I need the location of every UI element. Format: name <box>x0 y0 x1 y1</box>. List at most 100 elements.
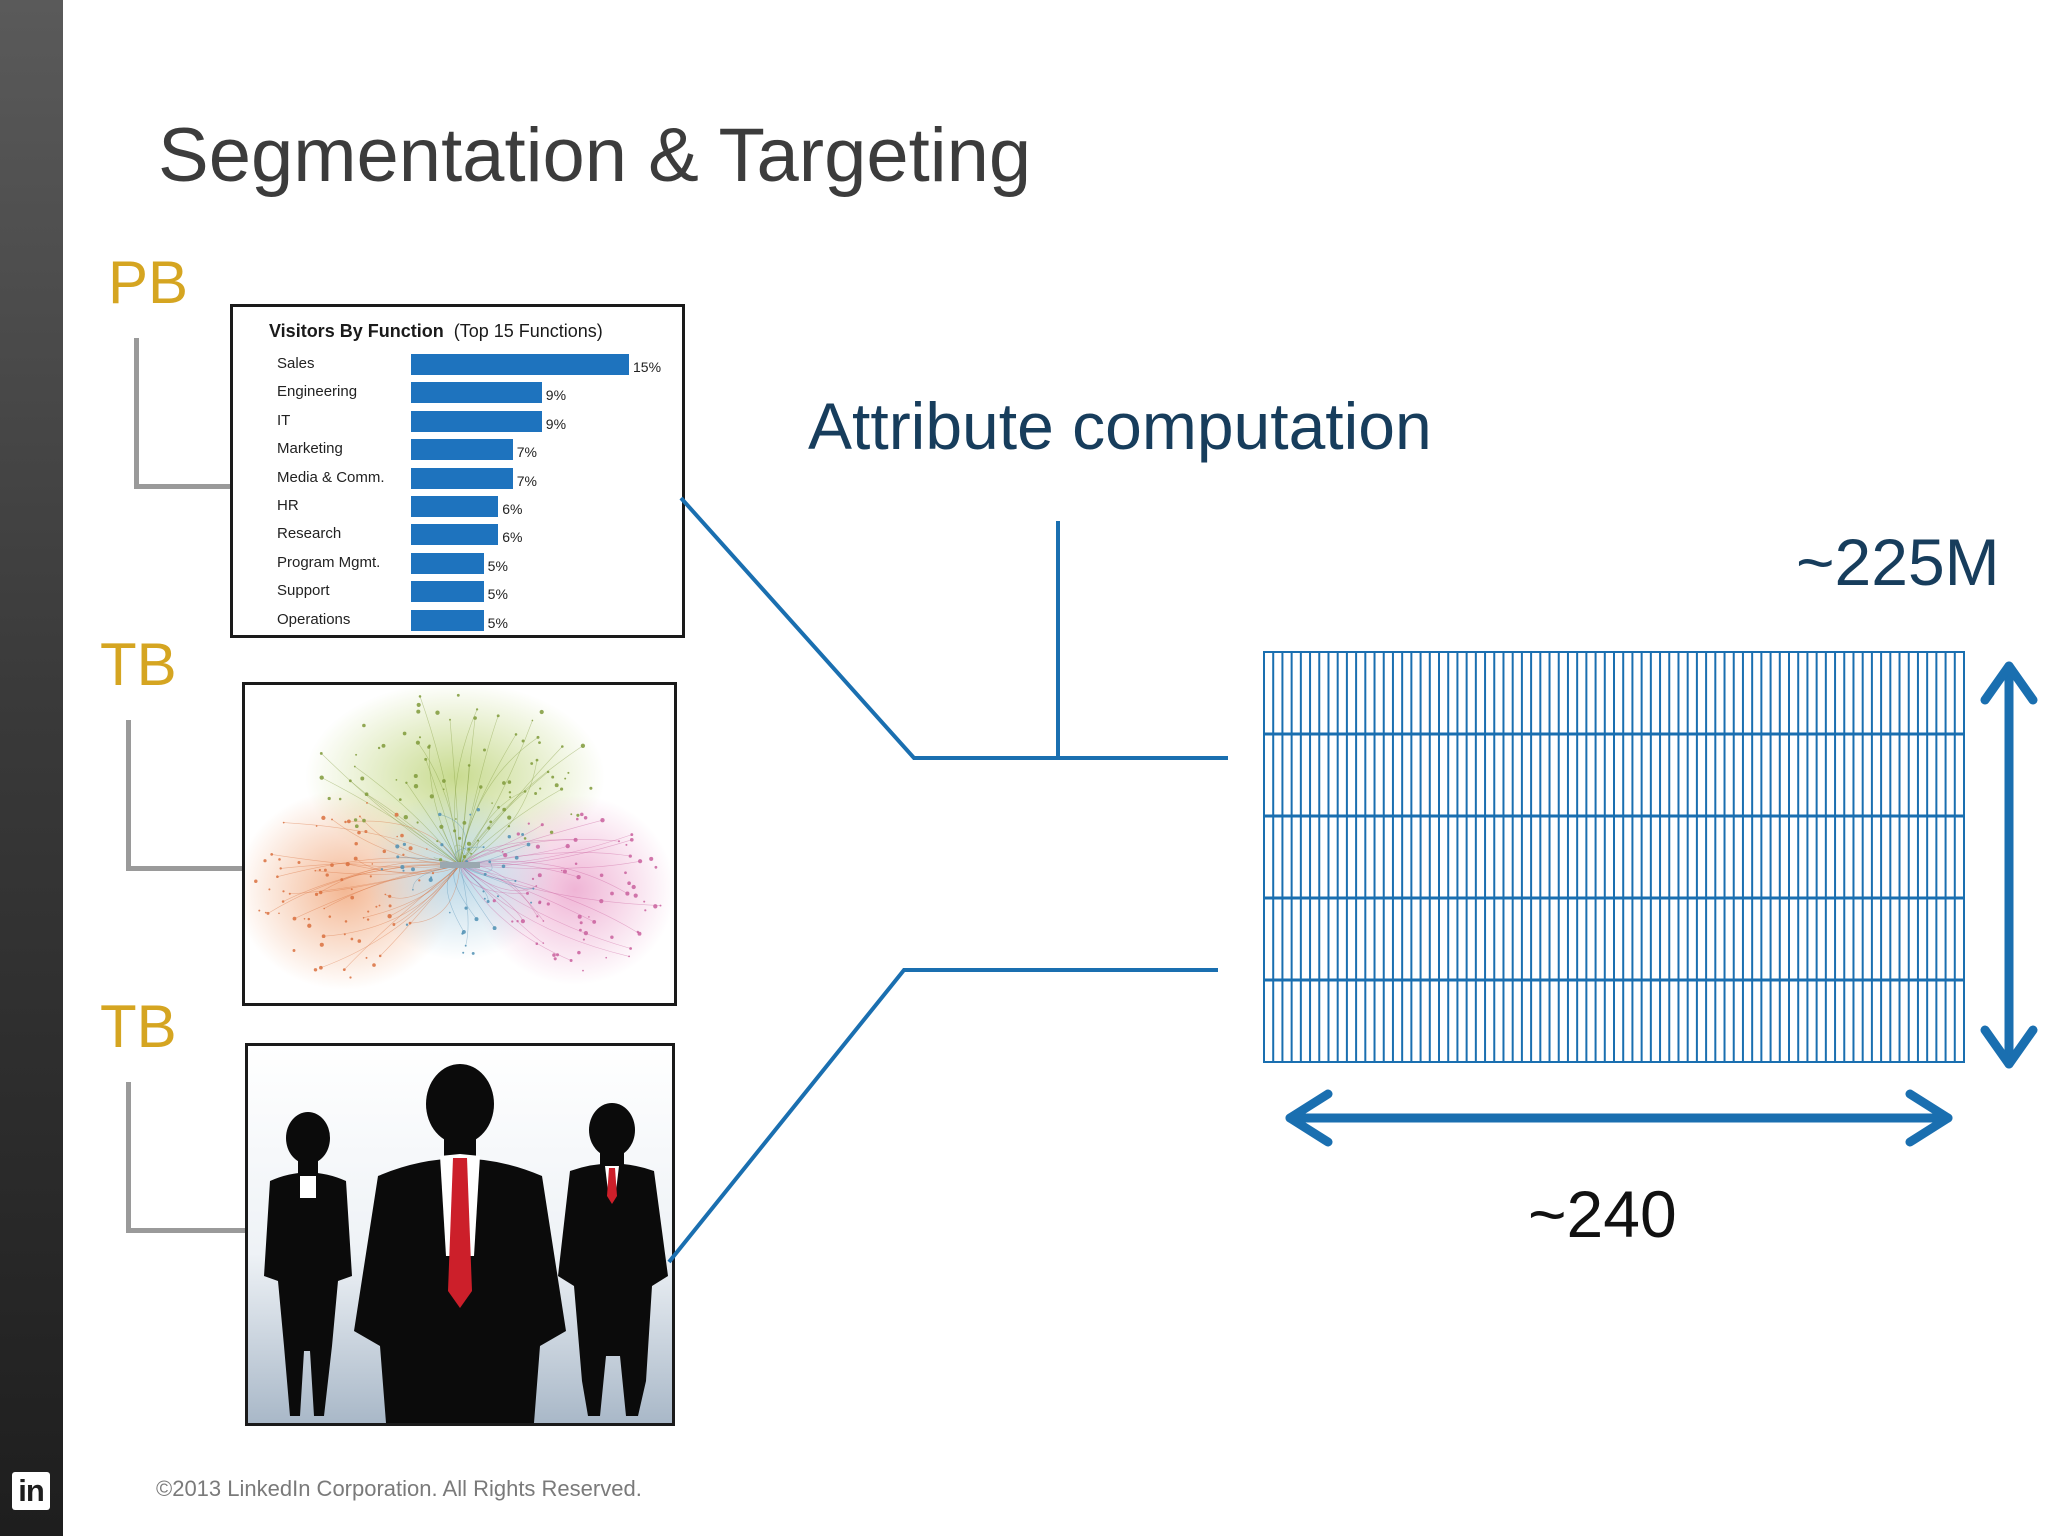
network-edge <box>459 864 524 922</box>
network-node <box>536 735 540 739</box>
network-edge <box>459 864 631 949</box>
copyright-footer: ©2013 LinkedIn Corporation. All Rights R… <box>156 1476 642 1501</box>
network-node <box>514 879 517 883</box>
network-edge <box>321 753 461 866</box>
network-node <box>392 923 396 926</box>
network-edge <box>459 864 544 944</box>
network-edge <box>454 709 478 866</box>
network-node <box>314 869 317 872</box>
chart-category-label: Media & Comm. <box>277 468 385 486</box>
chart-bar <box>411 496 499 517</box>
network-node <box>372 963 376 967</box>
network-node <box>534 792 538 795</box>
network-node <box>303 918 306 920</box>
network-node <box>402 842 407 847</box>
network-node <box>439 824 444 829</box>
network-node <box>455 818 457 820</box>
network-node <box>540 823 544 827</box>
network-node <box>353 856 358 861</box>
network-node <box>539 709 544 715</box>
network-node <box>580 743 586 748</box>
network-node <box>338 797 342 801</box>
network-node <box>535 844 540 849</box>
network-node <box>482 846 485 849</box>
network-node <box>405 923 409 926</box>
network-node <box>507 824 511 828</box>
network-node <box>577 950 581 955</box>
network-edge <box>289 864 461 895</box>
network-node <box>353 765 356 768</box>
network-node <box>462 951 465 954</box>
network-graph-panel <box>242 682 677 1006</box>
network-node <box>349 976 352 979</box>
network-node <box>400 833 404 838</box>
chart-title: Visitors By Function <box>269 321 444 341</box>
network-node <box>278 858 281 861</box>
chart-bar <box>411 382 542 404</box>
network-node <box>319 775 324 780</box>
network-node <box>388 904 392 908</box>
network-edge <box>459 864 595 923</box>
network-node <box>592 919 597 924</box>
network-node <box>501 850 504 853</box>
network-node <box>331 818 333 821</box>
network-node <box>354 824 359 829</box>
network-node <box>426 848 428 850</box>
network-node <box>574 862 578 865</box>
network-node <box>362 917 365 919</box>
matrix-rows-label: ~225M <box>1796 525 2000 599</box>
network-node <box>307 917 311 921</box>
network-edge <box>459 864 640 934</box>
network-node <box>497 805 500 809</box>
network-node <box>654 865 658 869</box>
network-node <box>380 868 384 871</box>
connector-top <box>679 496 1228 760</box>
chart-value-label: 5% <box>487 614 508 631</box>
network-node <box>476 807 481 812</box>
network-edge <box>459 852 631 866</box>
network-node <box>323 907 326 910</box>
network-edge <box>459 864 630 957</box>
chart-value-label: 7% <box>516 472 537 489</box>
network-edge <box>363 864 461 919</box>
network-node <box>514 733 518 736</box>
network-node <box>464 944 467 947</box>
network-node <box>576 874 581 880</box>
network-edge <box>366 793 461 866</box>
network-edge <box>459 737 539 866</box>
network-node <box>327 796 331 801</box>
network-node <box>582 938 585 941</box>
chart-row: Program Mgmt.5% <box>233 550 682 578</box>
network-edge <box>459 864 572 961</box>
chart-bar <box>411 439 513 461</box>
network-node <box>307 923 312 928</box>
network-node <box>416 821 419 824</box>
network-node <box>461 929 466 934</box>
network-node <box>649 856 654 861</box>
chart-category-label: Program Mgmt. <box>277 553 381 571</box>
network-node <box>371 863 374 865</box>
network-node <box>573 837 578 842</box>
network-node <box>583 930 589 936</box>
network-edge <box>459 864 534 890</box>
network-node <box>630 833 634 837</box>
network-node <box>418 736 422 739</box>
network-edge <box>459 760 538 866</box>
connector-bottom <box>667 968 1218 1264</box>
network-node <box>340 878 344 882</box>
chart-value-label: 9% <box>545 387 567 404</box>
network-graph-image <box>245 685 674 990</box>
network-node <box>483 872 487 876</box>
network-node <box>381 743 386 748</box>
network-node <box>530 762 534 765</box>
network-node <box>428 744 431 747</box>
network-node <box>314 892 319 896</box>
network-node <box>416 709 421 714</box>
network-node <box>638 859 643 864</box>
network-edge <box>389 864 461 917</box>
network-node <box>353 818 358 822</box>
